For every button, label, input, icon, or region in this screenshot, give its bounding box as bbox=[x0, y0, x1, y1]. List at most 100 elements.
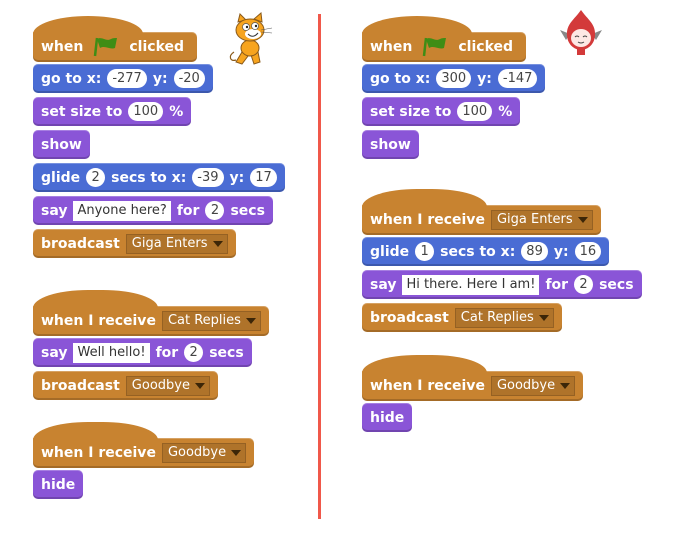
block-label: % bbox=[169, 103, 184, 120]
show-block[interactable]: show bbox=[362, 130, 419, 159]
giga-receive-goodbye-script[interactable]: when I receive Goodbye hide bbox=[362, 353, 584, 436]
block-label: y: bbox=[229, 169, 245, 186]
dropdown-value: Cat Replies bbox=[460, 309, 534, 325]
block-label: when I receive bbox=[41, 445, 156, 461]
block-label: hide bbox=[370, 409, 405, 426]
block-label: say bbox=[41, 344, 68, 361]
block-label: show bbox=[41, 136, 82, 153]
block-label: secs bbox=[599, 276, 634, 293]
block-label: go to x: bbox=[370, 70, 431, 87]
y-input[interactable]: -147 bbox=[497, 69, 538, 88]
block-label: set size to bbox=[370, 103, 452, 120]
block-label: for bbox=[545, 276, 569, 293]
say-for-secs-block[interactable]: say Well hello! for 2 secs bbox=[33, 338, 252, 367]
secs-input[interactable]: 2 bbox=[205, 201, 225, 220]
block-label: set size to bbox=[41, 103, 123, 120]
y-input[interactable]: -20 bbox=[173, 69, 205, 88]
go-to-xy-block[interactable]: go to x: 300 y: -147 bbox=[362, 64, 546, 93]
size-input[interactable]: 100 bbox=[128, 102, 164, 121]
block-label: clicked bbox=[129, 39, 185, 55]
giga-sprite-icon bbox=[556, 8, 606, 62]
message-dropdown[interactable]: Goodbye bbox=[161, 443, 247, 463]
cat-receive-cat-replies-script[interactable]: when I receive Cat Replies say Well hell… bbox=[33, 288, 269, 404]
block-label: broadcast bbox=[41, 377, 120, 394]
dropdown-arrow-icon bbox=[560, 383, 571, 389]
dropdown-arrow-icon bbox=[212, 240, 223, 247]
giga-green-flag-script[interactable]: when clicked go to x: 300 y: -147 set si… bbox=[362, 14, 546, 163]
block-label: broadcast bbox=[370, 309, 449, 326]
y-input[interactable]: 17 bbox=[250, 168, 277, 187]
when-i-receive-block[interactable]: when I receive Goodbye bbox=[33, 422, 255, 468]
show-block[interactable]: show bbox=[33, 130, 90, 159]
glide-block[interactable]: glide 2 secs to x: -39 y: 17 bbox=[33, 163, 285, 192]
giga-receive-giga-enters-script[interactable]: when I receive Giga Enters glide 1 secs … bbox=[362, 187, 642, 336]
block-label: say bbox=[41, 202, 68, 219]
block-label: say bbox=[370, 276, 397, 293]
dropdown-value: Goodbye bbox=[496, 378, 556, 393]
message-dropdown[interactable]: Giga Enters bbox=[490, 210, 593, 230]
when-flag-clicked-block[interactable]: when clicked bbox=[362, 16, 526, 62]
block-label: for bbox=[155, 344, 179, 361]
say-text-input[interactable]: Hi there. Here I am! bbox=[402, 274, 540, 295]
block-label: y: bbox=[152, 70, 168, 87]
block-label: go to x: bbox=[41, 70, 102, 87]
dropdown-value: Giga Enters bbox=[131, 235, 208, 251]
message-dropdown[interactable]: Giga Enters bbox=[125, 233, 228, 254]
secs-input[interactable]: 2 bbox=[574, 275, 594, 294]
hide-block[interactable]: hide bbox=[362, 403, 413, 432]
say-for-secs-block[interactable]: say Hi there. Here I am! for 2 secs bbox=[362, 270, 642, 299]
when-flag-clicked-block[interactable]: when clicked bbox=[33, 16, 197, 62]
go-to-xy-block[interactable]: go to x: -277 y: -20 bbox=[33, 64, 213, 93]
set-size-block[interactable]: set size to 100 % bbox=[362, 97, 521, 126]
message-dropdown[interactable]: Goodbye bbox=[490, 376, 576, 396]
x-input[interactable]: -39 bbox=[192, 168, 224, 187]
block-label: show bbox=[370, 136, 411, 153]
secs-input[interactable]: 2 bbox=[184, 343, 204, 362]
secs-input[interactable]: 2 bbox=[86, 168, 106, 187]
when-i-receive-block[interactable]: when I receive Cat Replies bbox=[33, 290, 269, 336]
broadcast-block[interactable]: broadcast Cat Replies bbox=[362, 303, 562, 332]
say-for-secs-block[interactable]: say Anyone here? for 2 secs bbox=[33, 196, 273, 225]
y-input[interactable]: 16 bbox=[574, 242, 602, 261]
block-label: secs to x: bbox=[440, 243, 516, 260]
x-input[interactable]: 89 bbox=[521, 242, 548, 261]
green-flag-icon bbox=[422, 36, 448, 58]
when-i-receive-block[interactable]: when I receive Goodbye bbox=[362, 355, 584, 401]
cat-receive-goodbye-script[interactable]: when I receive Goodbye hide bbox=[33, 420, 255, 503]
block-label: hide bbox=[41, 476, 76, 493]
green-flag-icon bbox=[93, 36, 119, 58]
block-label: when I receive bbox=[41, 313, 156, 329]
broadcast-block[interactable]: broadcast Giga Enters bbox=[33, 229, 236, 258]
block-label: glide bbox=[370, 243, 410, 260]
message-dropdown[interactable]: Cat Replies bbox=[454, 307, 554, 328]
say-text-input[interactable]: Well hello! bbox=[73, 342, 150, 363]
dropdown-value: Goodbye bbox=[167, 445, 227, 460]
set-size-block[interactable]: set size to 100 % bbox=[33, 97, 192, 126]
message-dropdown[interactable]: Cat Replies bbox=[161, 311, 261, 331]
glide-block[interactable]: glide 1 secs to x: 89 y: 16 bbox=[362, 237, 610, 266]
say-text-input[interactable]: Anyone here? bbox=[73, 200, 171, 221]
secs-input[interactable]: 1 bbox=[415, 242, 435, 261]
block-label: broadcast bbox=[41, 235, 120, 252]
block-label: when bbox=[370, 39, 413, 55]
size-input[interactable]: 100 bbox=[457, 102, 493, 121]
block-label: for bbox=[176, 202, 200, 219]
column-divider bbox=[318, 14, 321, 519]
dropdown-value: Giga Enters bbox=[496, 212, 573, 227]
when-i-receive-block[interactable]: when I receive Giga Enters bbox=[362, 189, 601, 235]
block-label: clicked bbox=[458, 39, 514, 55]
block-label: when I receive bbox=[370, 212, 485, 228]
message-dropdown[interactable]: Goodbye bbox=[125, 375, 210, 396]
dropdown-arrow-icon bbox=[194, 382, 205, 389]
block-label: glide bbox=[41, 169, 81, 186]
block-label: when I receive bbox=[370, 378, 485, 394]
hide-block[interactable]: hide bbox=[33, 470, 84, 499]
x-input[interactable]: -277 bbox=[107, 69, 147, 88]
broadcast-block[interactable]: broadcast Goodbye bbox=[33, 371, 218, 400]
cat-green-flag-script[interactable]: when clicked go to x: -277 y: -20 set si… bbox=[33, 14, 285, 262]
block-label: y: bbox=[553, 243, 569, 260]
block-label: secs to x: bbox=[111, 169, 187, 186]
x-input[interactable]: 300 bbox=[436, 69, 472, 88]
cat-sprite-icon bbox=[228, 12, 276, 72]
dropdown-arrow-icon bbox=[577, 217, 588, 223]
